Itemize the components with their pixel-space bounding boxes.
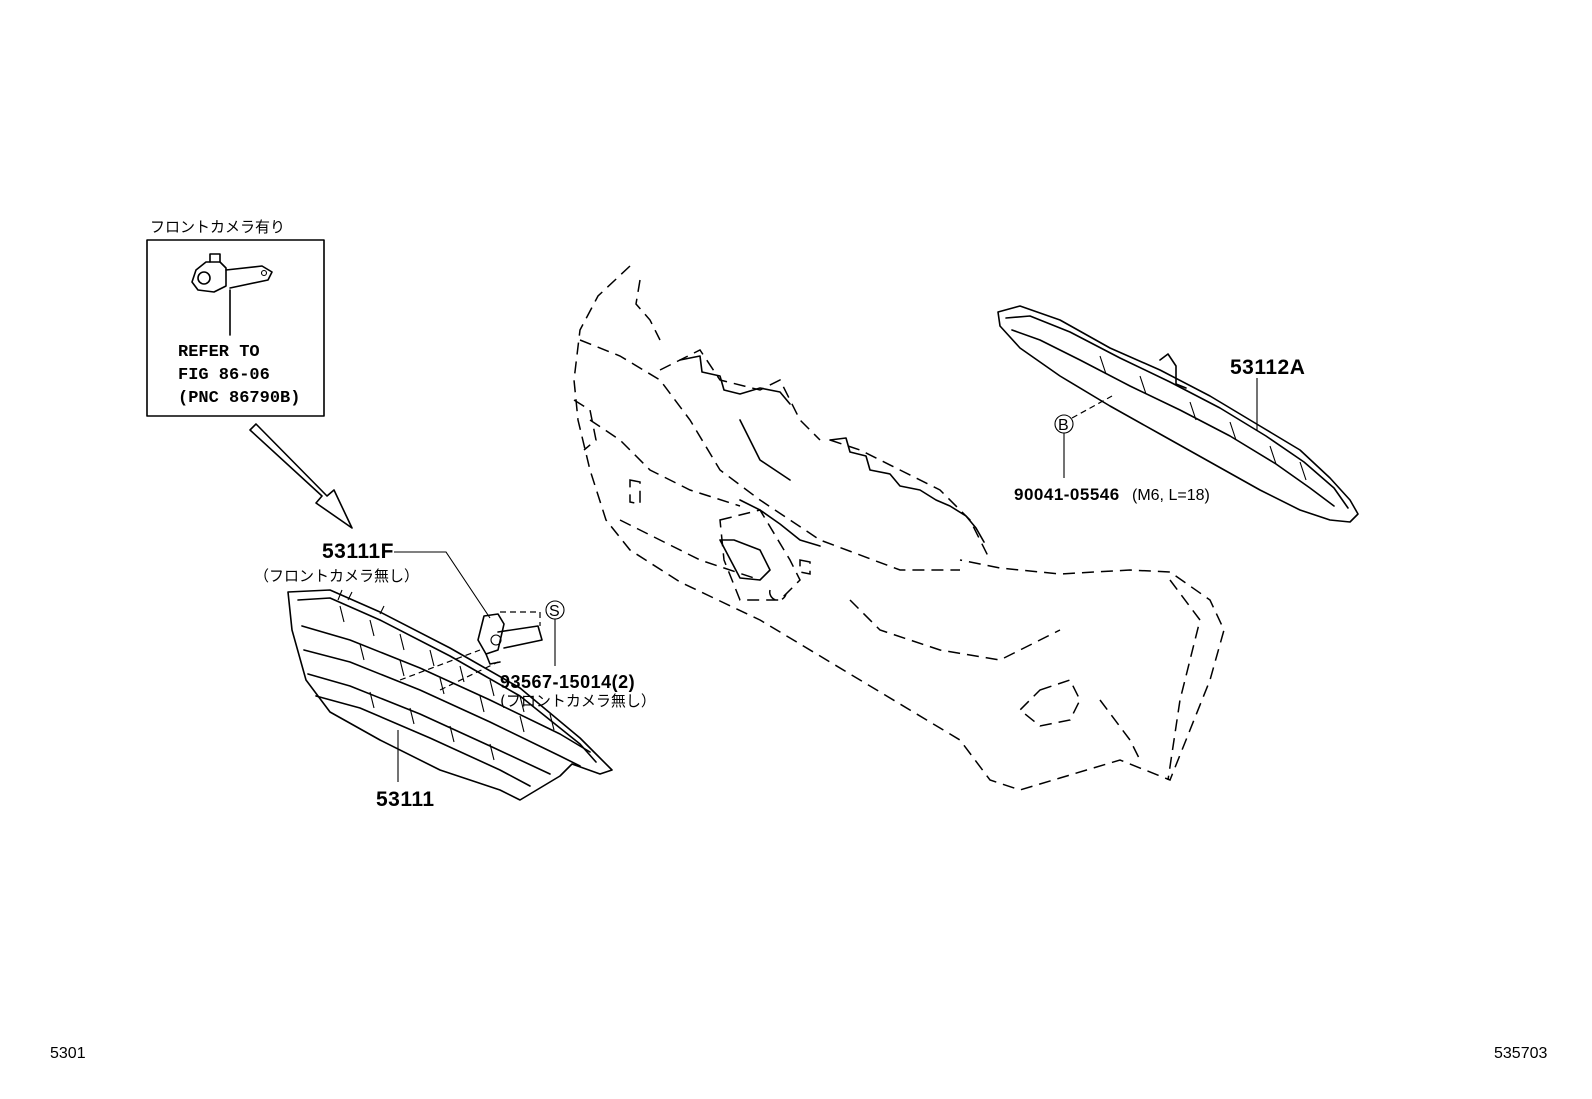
refer-to-line2: FIG 86-06 <box>178 366 270 385</box>
reference-arrow-icon <box>249 423 353 529</box>
part-note-53111f: （フロントカメラ無し） <box>254 567 419 585</box>
refer-to-line1: REFER TO <box>178 343 260 362</box>
footer-left-code: 5301 <box>50 1045 86 1062</box>
grille-53111 <box>287 589 613 801</box>
front-bumper-reference <box>573 265 1225 791</box>
camera-callout-box: フロントカメラ有り REFER TO FIG 86-06 (PNC 86790B… <box>146 218 325 417</box>
part-label-53111: 53111 <box>376 788 435 811</box>
part-label-53111f: 53111F <box>322 540 394 563</box>
bracket-53111f <box>477 613 543 665</box>
camera-box-title: フロントカメラ有り <box>150 218 285 236</box>
part-spec-90041: (M6, L=18) <box>1132 487 1210 504</box>
part-label-53112a: 53112A <box>1230 356 1305 379</box>
part-label-90041: 90041-05546 <box>1014 485 1120 504</box>
footer-right-code: 535703 <box>1494 1045 1547 1062</box>
marker-s: S <box>545 600 565 666</box>
marker-b: B <box>1054 395 1113 478</box>
grille-molding-53112a <box>997 305 1359 523</box>
svg-text:S: S <box>549 603 560 620</box>
part-label-93567: 93567-15014(2) <box>500 672 635 692</box>
front-camera-icon <box>191 253 273 293</box>
svg-text:B: B <box>1058 417 1069 434</box>
part-note-93567: (フロントカメラ無し） <box>500 692 656 710</box>
refer-to-line3: (PNC 86790B) <box>178 389 300 408</box>
